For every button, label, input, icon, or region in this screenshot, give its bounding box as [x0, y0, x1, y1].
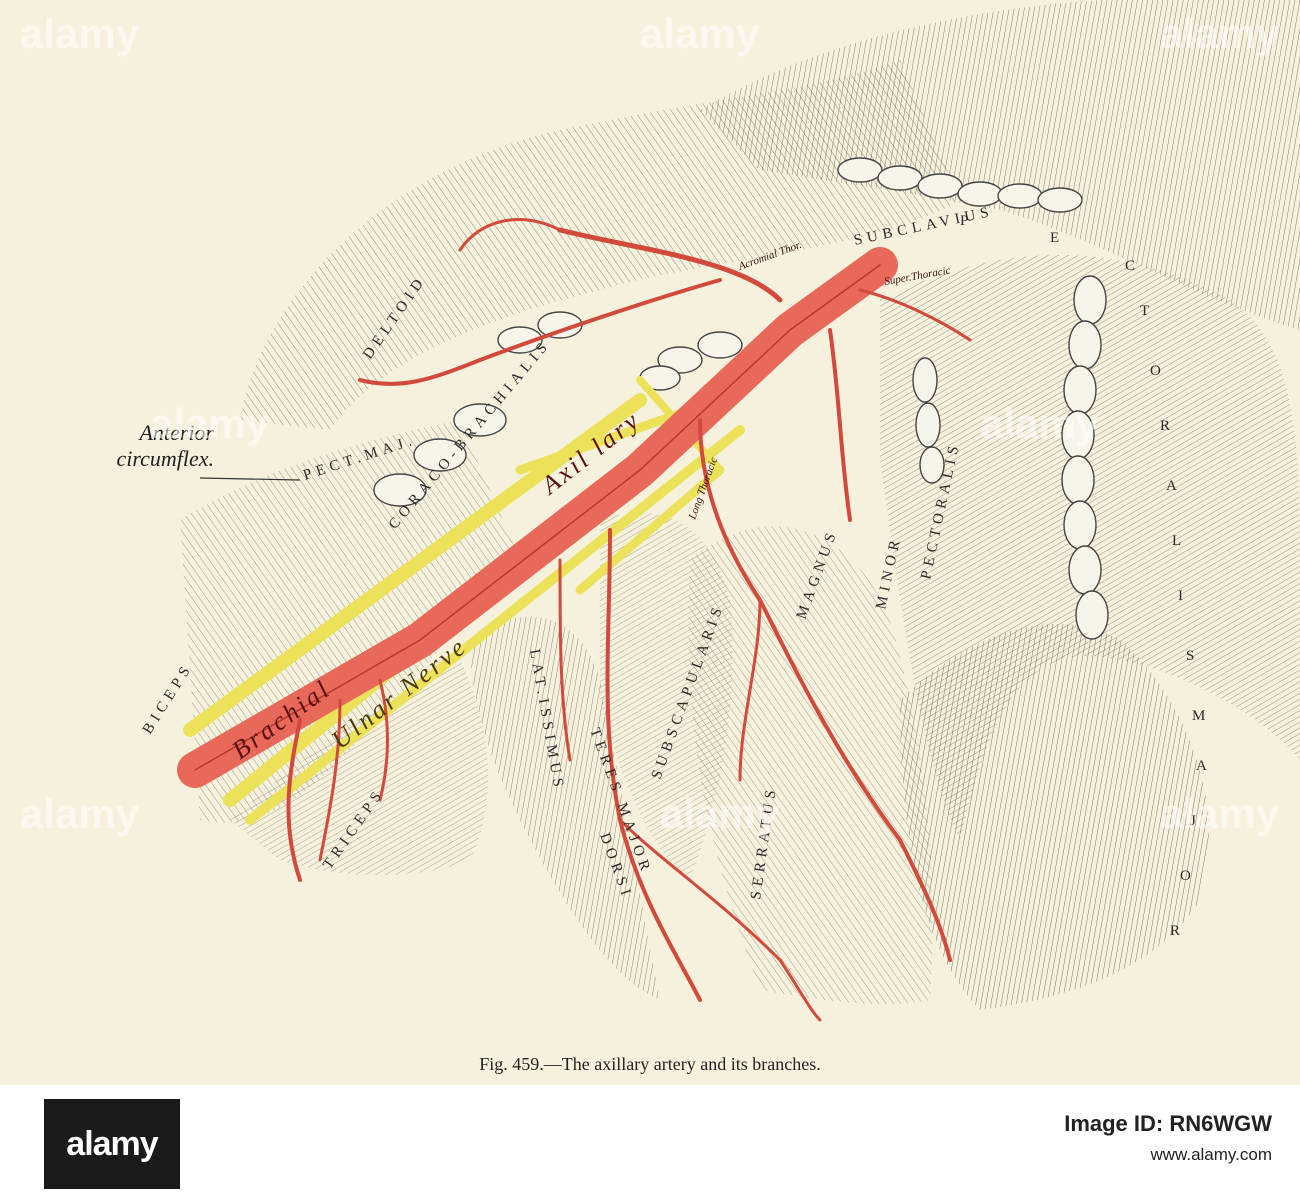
callout-leader-line	[199, 477, 301, 481]
watermark: alamy	[640, 10, 760, 57]
pect-major-letter: M	[1192, 708, 1210, 724]
tendon-blocks	[373, 157, 1109, 640]
arteries	[177, 218, 972, 1022]
serratus-muscle	[688, 526, 933, 1005]
watermark: alamy	[150, 400, 270, 447]
subscapularis-muscle	[600, 512, 733, 880]
callout-anterior-circumflex: Anterior circumflex.	[24, 420, 214, 472]
watermark: alamy	[1160, 790, 1280, 837]
watermark: alamy	[20, 790, 140, 837]
watermark: alamy	[660, 790, 780, 837]
upper-muscles	[700, 0, 1300, 330]
pect-major-letter: E	[1050, 230, 1064, 246]
pect-major-letter: T	[1140, 303, 1154, 319]
site-link[interactable]: www.alamy.com	[1150, 1145, 1272, 1164]
watermark: alamy	[1160, 10, 1280, 57]
callout-line: circumflex.	[116, 446, 214, 471]
pect-major-letter: J	[1190, 813, 1201, 829]
watermark: alamy	[980, 400, 1100, 447]
label-pectoralis-major: P E C T O R A L I S M A J O R	[960, 213, 1212, 939]
pect-major-letter: P	[960, 213, 973, 229]
pect-major-letter: C	[1125, 258, 1140, 274]
footer-meta: Image ID: RN6WGW www.alamy.com	[1064, 1111, 1272, 1165]
pect-major-letter: L	[1172, 533, 1186, 549]
anatomy-plate: DELTOID PECT.MAJ. CORACO-BRACHIALIS BICE…	[20, 0, 1300, 1074]
lower-chest-muscle	[900, 623, 1209, 1010]
latissimus-muscle	[470, 616, 660, 1000]
footer-bar: alamy Image ID: RN6WGW www.alamy.com	[0, 1085, 1300, 1204]
alamy-logo: alamy	[44, 1099, 180, 1189]
image-id: Image ID: RN6WGW	[1064, 1111, 1272, 1136]
anatomy-illustration: DELTOID PECT.MAJ. CORACO-BRACHIALIS BICE…	[140, 0, 1300, 1022]
triceps-muscle	[230, 660, 489, 875]
pect-major-letter: O	[1180, 868, 1196, 884]
pect-major-letter: I	[1178, 588, 1188, 604]
figure-caption: Fig. 459.—The axillary artery and its br…	[479, 1054, 821, 1074]
callout-line: Anterior	[139, 420, 214, 445]
pect-major-letter: R	[1170, 923, 1185, 939]
pect-major-letter: A	[1166, 478, 1182, 494]
pect-major-letter: O	[1150, 363, 1166, 379]
pect-major-letter: S	[1186, 648, 1199, 664]
pect-major-letter: R	[1160, 418, 1175, 434]
pect-major-letter: A	[1196, 758, 1212, 774]
watermark: alamy	[20, 10, 140, 57]
